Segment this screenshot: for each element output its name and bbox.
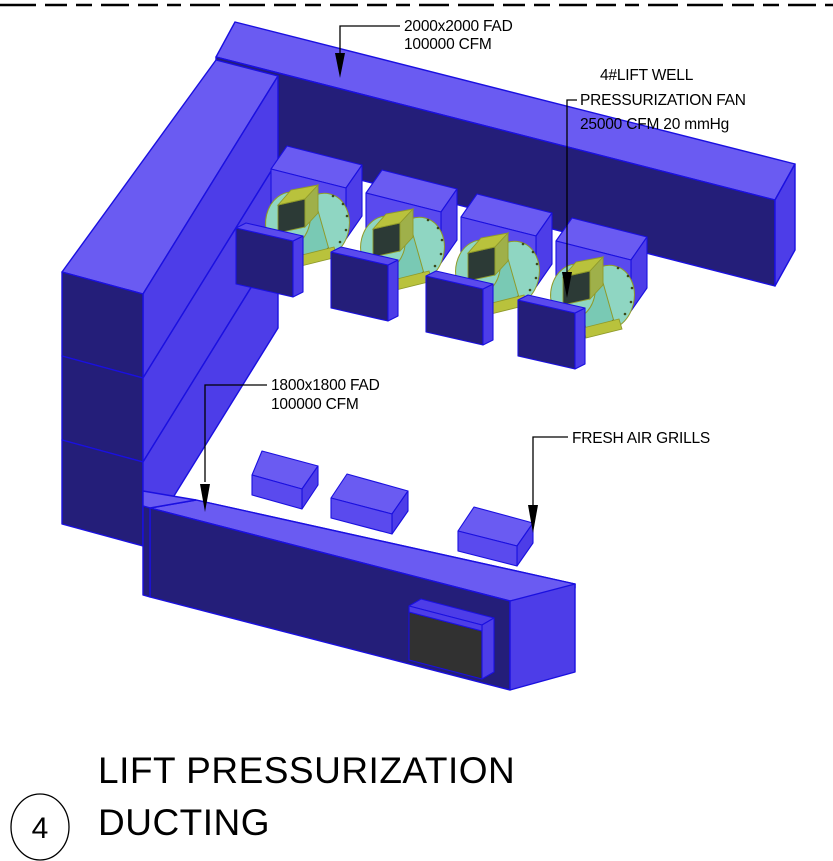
detail-marker: 4 — [10, 793, 70, 861]
annotation-labels: 2000x2000 FAD 100000 CFM 4#LIFT WELL PRE… — [271, 18, 746, 447]
annotation-lift-well-fan-line-3: 25000 CFM 20 mmHg — [580, 116, 729, 133]
lower-left-corner-cap — [142, 490, 197, 598]
leader-fad-2000 — [335, 25, 400, 78]
page-title-line-2: DUCTING — [98, 802, 270, 843]
title-block: LIFT PRESSURIZATION DUCTING 4 — [10, 750, 515, 861]
duct-assembly-3d — [61, 21, 796, 691]
grill-box-3 — [457, 506, 534, 567]
annotation-leaders — [200, 25, 577, 533]
annotation-fad-2000-line-2: 100000 CFM — [404, 36, 492, 53]
page-title-line-1: LIFT PRESSURIZATION — [98, 750, 515, 791]
leader-fresh-air-grills — [528, 436, 568, 533]
leader-lift-well-fan — [562, 99, 577, 298]
annotation-lift-well-fan-line-2: PRESSURIZATION FAN — [580, 92, 746, 109]
grill-box-2 — [330, 473, 409, 535]
annotation-fresh-air-grills-line-1: FRESH AIR GRILLS — [572, 430, 710, 447]
annotation-fad-1800-line-1: 1800x1800 FAD — [271, 377, 380, 394]
leader-fad-1800 — [200, 384, 267, 512]
annotation-lift-well-fan-line-1: 4#LIFT WELL — [600, 67, 694, 84]
fan-unit-4 — [517, 217, 648, 370]
fan-unit-2 — [330, 169, 458, 322]
grill-box-1 — [251, 450, 319, 510]
annotation-fad-1800-line-2: 100000 CFM — [271, 396, 359, 413]
fresh-air-grill-panel — [408, 598, 495, 680]
upper-left-spur-duct — [61, 59, 279, 379]
fan-unit-3 — [425, 193, 553, 346]
fresh-air-grill-boxes — [251, 450, 534, 567]
detail-marker-number: 4 — [32, 812, 49, 845]
annotation-fad-2000-line-1: 2000x2000 FAD — [404, 18, 513, 35]
fan-unit-1 — [235, 145, 363, 298]
